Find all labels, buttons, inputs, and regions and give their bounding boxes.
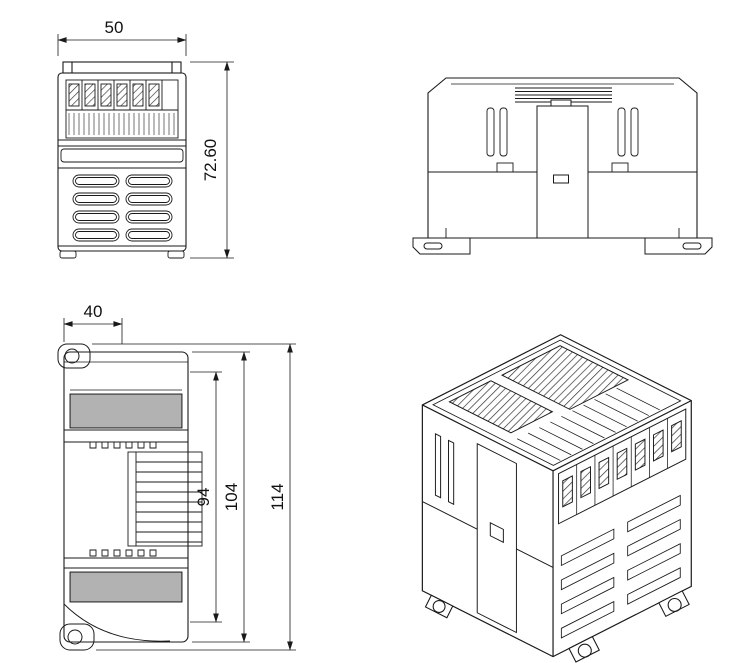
- side-terminal-block: [127, 451, 203, 547]
- side-width-dimension: [63, 318, 123, 344]
- side-view: [57, 318, 296, 651]
- iso-terminal-strip: [558, 408, 687, 525]
- front-width-dimension: [57, 34, 187, 56]
- side-114-dimension: [92, 343, 296, 651]
- front-view: [57, 34, 234, 259]
- iso-silhouette: [421, 334, 692, 658]
- side-vent-band-top: [69, 393, 183, 429]
- side-94-dimension: [190, 371, 222, 623]
- side-114-dim-label: 114: [268, 483, 287, 510]
- iso-left-face: [422, 433, 554, 634]
- side-94-dim-label: 94: [194, 488, 213, 507]
- side-outline: [63, 351, 189, 643]
- front-height-dim-label: 72.60: [201, 139, 220, 182]
- rear-view: [412, 77, 713, 255]
- front-vent-louvers: [72, 174, 173, 242]
- iso-mounting-feet: [424, 590, 690, 663]
- side-rail-top: [64, 429, 188, 449]
- iso-side-vent-slots: [560, 494, 681, 639]
- front-width-dim-label: 50: [105, 18, 124, 37]
- iso-top-vents: [448, 345, 630, 434]
- front-middle-band: [58, 139, 186, 169]
- rear-din-rail-channel: [536, 99, 589, 239]
- side-104-dimension: [192, 351, 250, 643]
- side-front-curve: [63, 603, 171, 642]
- isometric-view: [421, 334, 692, 663]
- front-height-dimension: [190, 61, 234, 259]
- front-base: [58, 245, 186, 259]
- iso-top-ribs: [517, 387, 660, 461]
- front-module-outline: [57, 61, 187, 252]
- side-104-dim-label: 104: [222, 483, 241, 511]
- rear-side-slots: [486, 107, 639, 173]
- side-mounting-tabs: [57, 343, 95, 651]
- rear-mounting-flanges: [412, 237, 713, 255]
- side-rail-bottom: [64, 549, 188, 569]
- rear-top-vent-slits: [515, 87, 612, 103]
- side-width-dim-label: 40: [84, 302, 103, 321]
- front-terminal-block: [65, 79, 179, 139]
- side-vent-band-bottom: [69, 571, 183, 603]
